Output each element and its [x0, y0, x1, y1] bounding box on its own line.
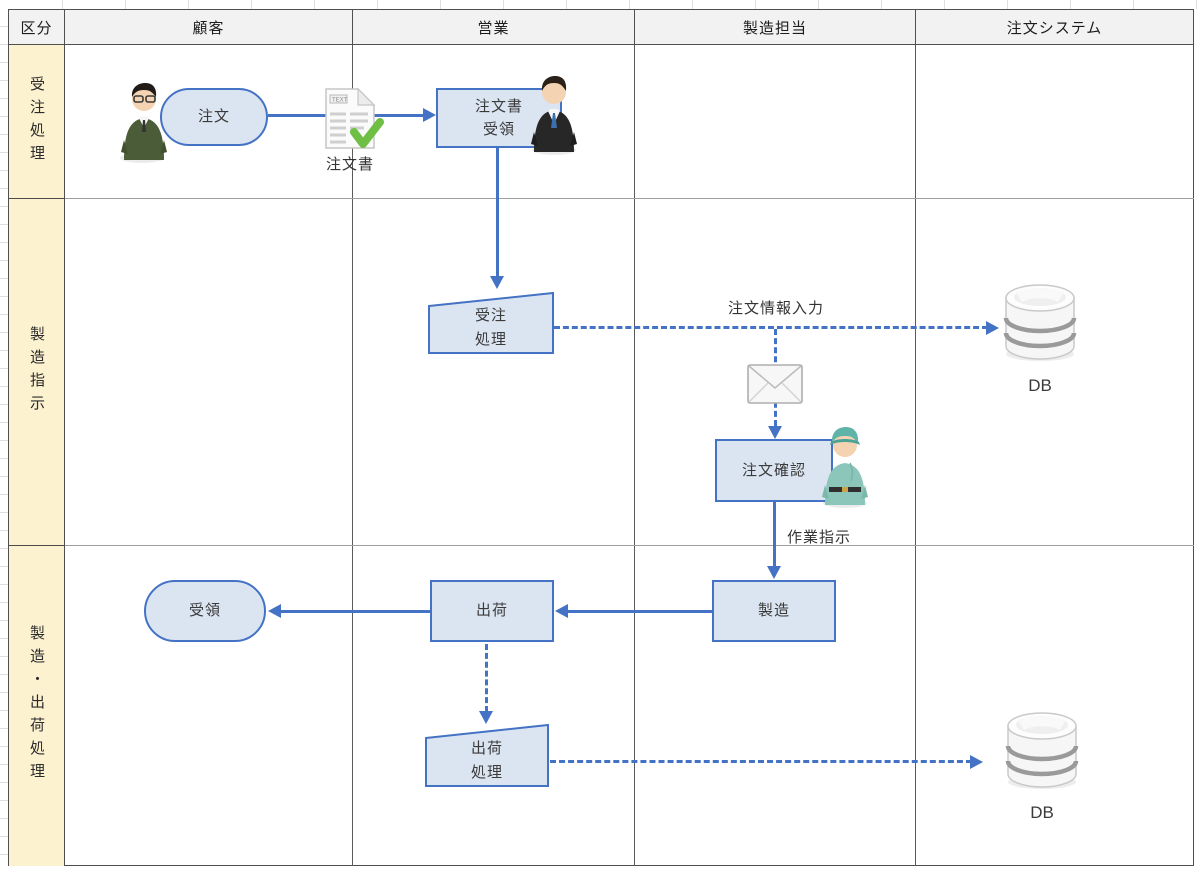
node-order-confirm-label: 注文確認 [741, 461, 806, 479]
trapezoid-shape [428, 291, 554, 354]
lane-label-manufacturing-shipping: 製造・出荷処理 [8, 545, 65, 866]
arrow-ship-to-receive-head [268, 604, 281, 618]
spreadsheet-gridlines-left [0, 9, 8, 867]
node-order-receipt-line2: 受領 [482, 121, 515, 138]
lane-divider-1-sidebar [8, 198, 65, 199]
person-sales-icon [526, 74, 582, 161]
lane-divider-2-sidebar [8, 545, 65, 546]
arrow-mail-to-confirm-head [768, 426, 782, 439]
header-category: 区分 [8, 9, 65, 45]
edge-label-order-info-input: 注文情報入力 [728, 300, 825, 317]
node-receive-label: 受領 [188, 602, 221, 620]
node-order-receipt-line1: 注文書 [474, 97, 523, 115]
header-customer-label: 顧客 [192, 19, 225, 37]
db-top-label: DB [1028, 376, 1052, 395]
header-sales-label: 営業 [477, 19, 510, 37]
arrow-order-to-receipt-head [423, 108, 436, 122]
node-manufacture: 製造 [712, 580, 836, 642]
document-check-icon: TEXT [320, 86, 384, 159]
column-divider-4 [915, 45, 916, 866]
trapezoid-shape [425, 723, 549, 787]
spreadsheet-gridlines-top [0, 0, 1200, 9]
arrow-ship-to-shipprocessing-line [485, 644, 488, 712]
arrow-processing-to-db-line [554, 326, 988, 329]
lane-order-processing-text: 受注処理 [28, 75, 45, 168]
node-ship: 出荷 [430, 580, 554, 642]
lane-label-order-processing: 受注処理 [8, 45, 65, 198]
person-customer-icon [116, 80, 172, 169]
node-order-processing-text: 受注 処理 [428, 301, 554, 355]
header-category-label: 区分 [20, 19, 53, 37]
node-shipping-processing-line1: 出荷 [470, 739, 503, 757]
database-cylinder-icon [1000, 710, 1084, 797]
arrow-ship-to-shipprocessing-head [479, 711, 493, 724]
node-shipping-processing: 出荷 処理 [425, 723, 549, 788]
lane-manufacturing-shipping-text: 製造・出荷処理 [28, 625, 45, 786]
node-shipping-processing-line2: 処理 [470, 763, 503, 781]
header-order-system-label: 注文システム [1006, 19, 1103, 37]
node-order-processing-line1: 受注 [474, 307, 507, 324]
header-customer: 顧客 [64, 9, 353, 45]
arrow-manufacture-to-ship-head [555, 604, 568, 618]
node-order-processing: 受注 処理 [428, 291, 554, 355]
node-order: 注文 [160, 88, 268, 146]
node-order-label: 注文 [197, 108, 230, 126]
arrow-receipt-to-processing-line [496, 148, 499, 276]
node-order-processing-line2: 処理 [474, 331, 507, 348]
db-bottom-label: DB [1030, 803, 1054, 822]
arrow-receipt-to-processing-head [490, 276, 504, 289]
lane-manufacturing-instruction-text: 製造指示 [28, 325, 45, 418]
header-manufacturing: 製造担当 [634, 9, 916, 45]
arrow-ship-to-receive-line [281, 610, 430, 613]
arrow-shipprocessing-to-db-head [970, 755, 983, 769]
arrow-confirm-to-manufacture-head [767, 566, 781, 579]
arrow-manufacture-to-ship-line [567, 610, 712, 613]
arrow-confirm-to-manufacture-line [773, 502, 776, 566]
header-order-system: 注文システム [915, 9, 1194, 45]
lane-label-manufacturing-instruction: 製造指示 [8, 198, 65, 545]
node-ship-label: 出荷 [475, 602, 508, 620]
envelope-icon [747, 364, 803, 409]
lane-divider-2 [8, 545, 1194, 546]
node-manufacture-label: 製造 [757, 602, 790, 620]
database-cylinder-icon [998, 282, 1082, 369]
arrow-shipprocessing-to-db-line [550, 760, 972, 763]
node-shipping-processing-text: 出荷 処理 [425, 733, 549, 788]
arrow-processing-to-db-head [986, 321, 999, 335]
column-divider-3 [634, 45, 635, 866]
svg-text:TEXT: TEXT [332, 98, 348, 104]
column-divider-2 [352, 45, 353, 866]
node-receive: 受領 [144, 580, 266, 642]
node-order-document-label: 注文書 [325, 156, 374, 173]
edge-label-work-instruction: 作業指示 [787, 529, 852, 546]
header-sales: 営業 [352, 9, 635, 45]
lane-divider-1 [8, 198, 1194, 199]
header-manufacturing-label: 製造担当 [742, 19, 807, 37]
node-order-confirm: 注文確認 [715, 439, 833, 502]
person-worker-icon [817, 425, 873, 514]
